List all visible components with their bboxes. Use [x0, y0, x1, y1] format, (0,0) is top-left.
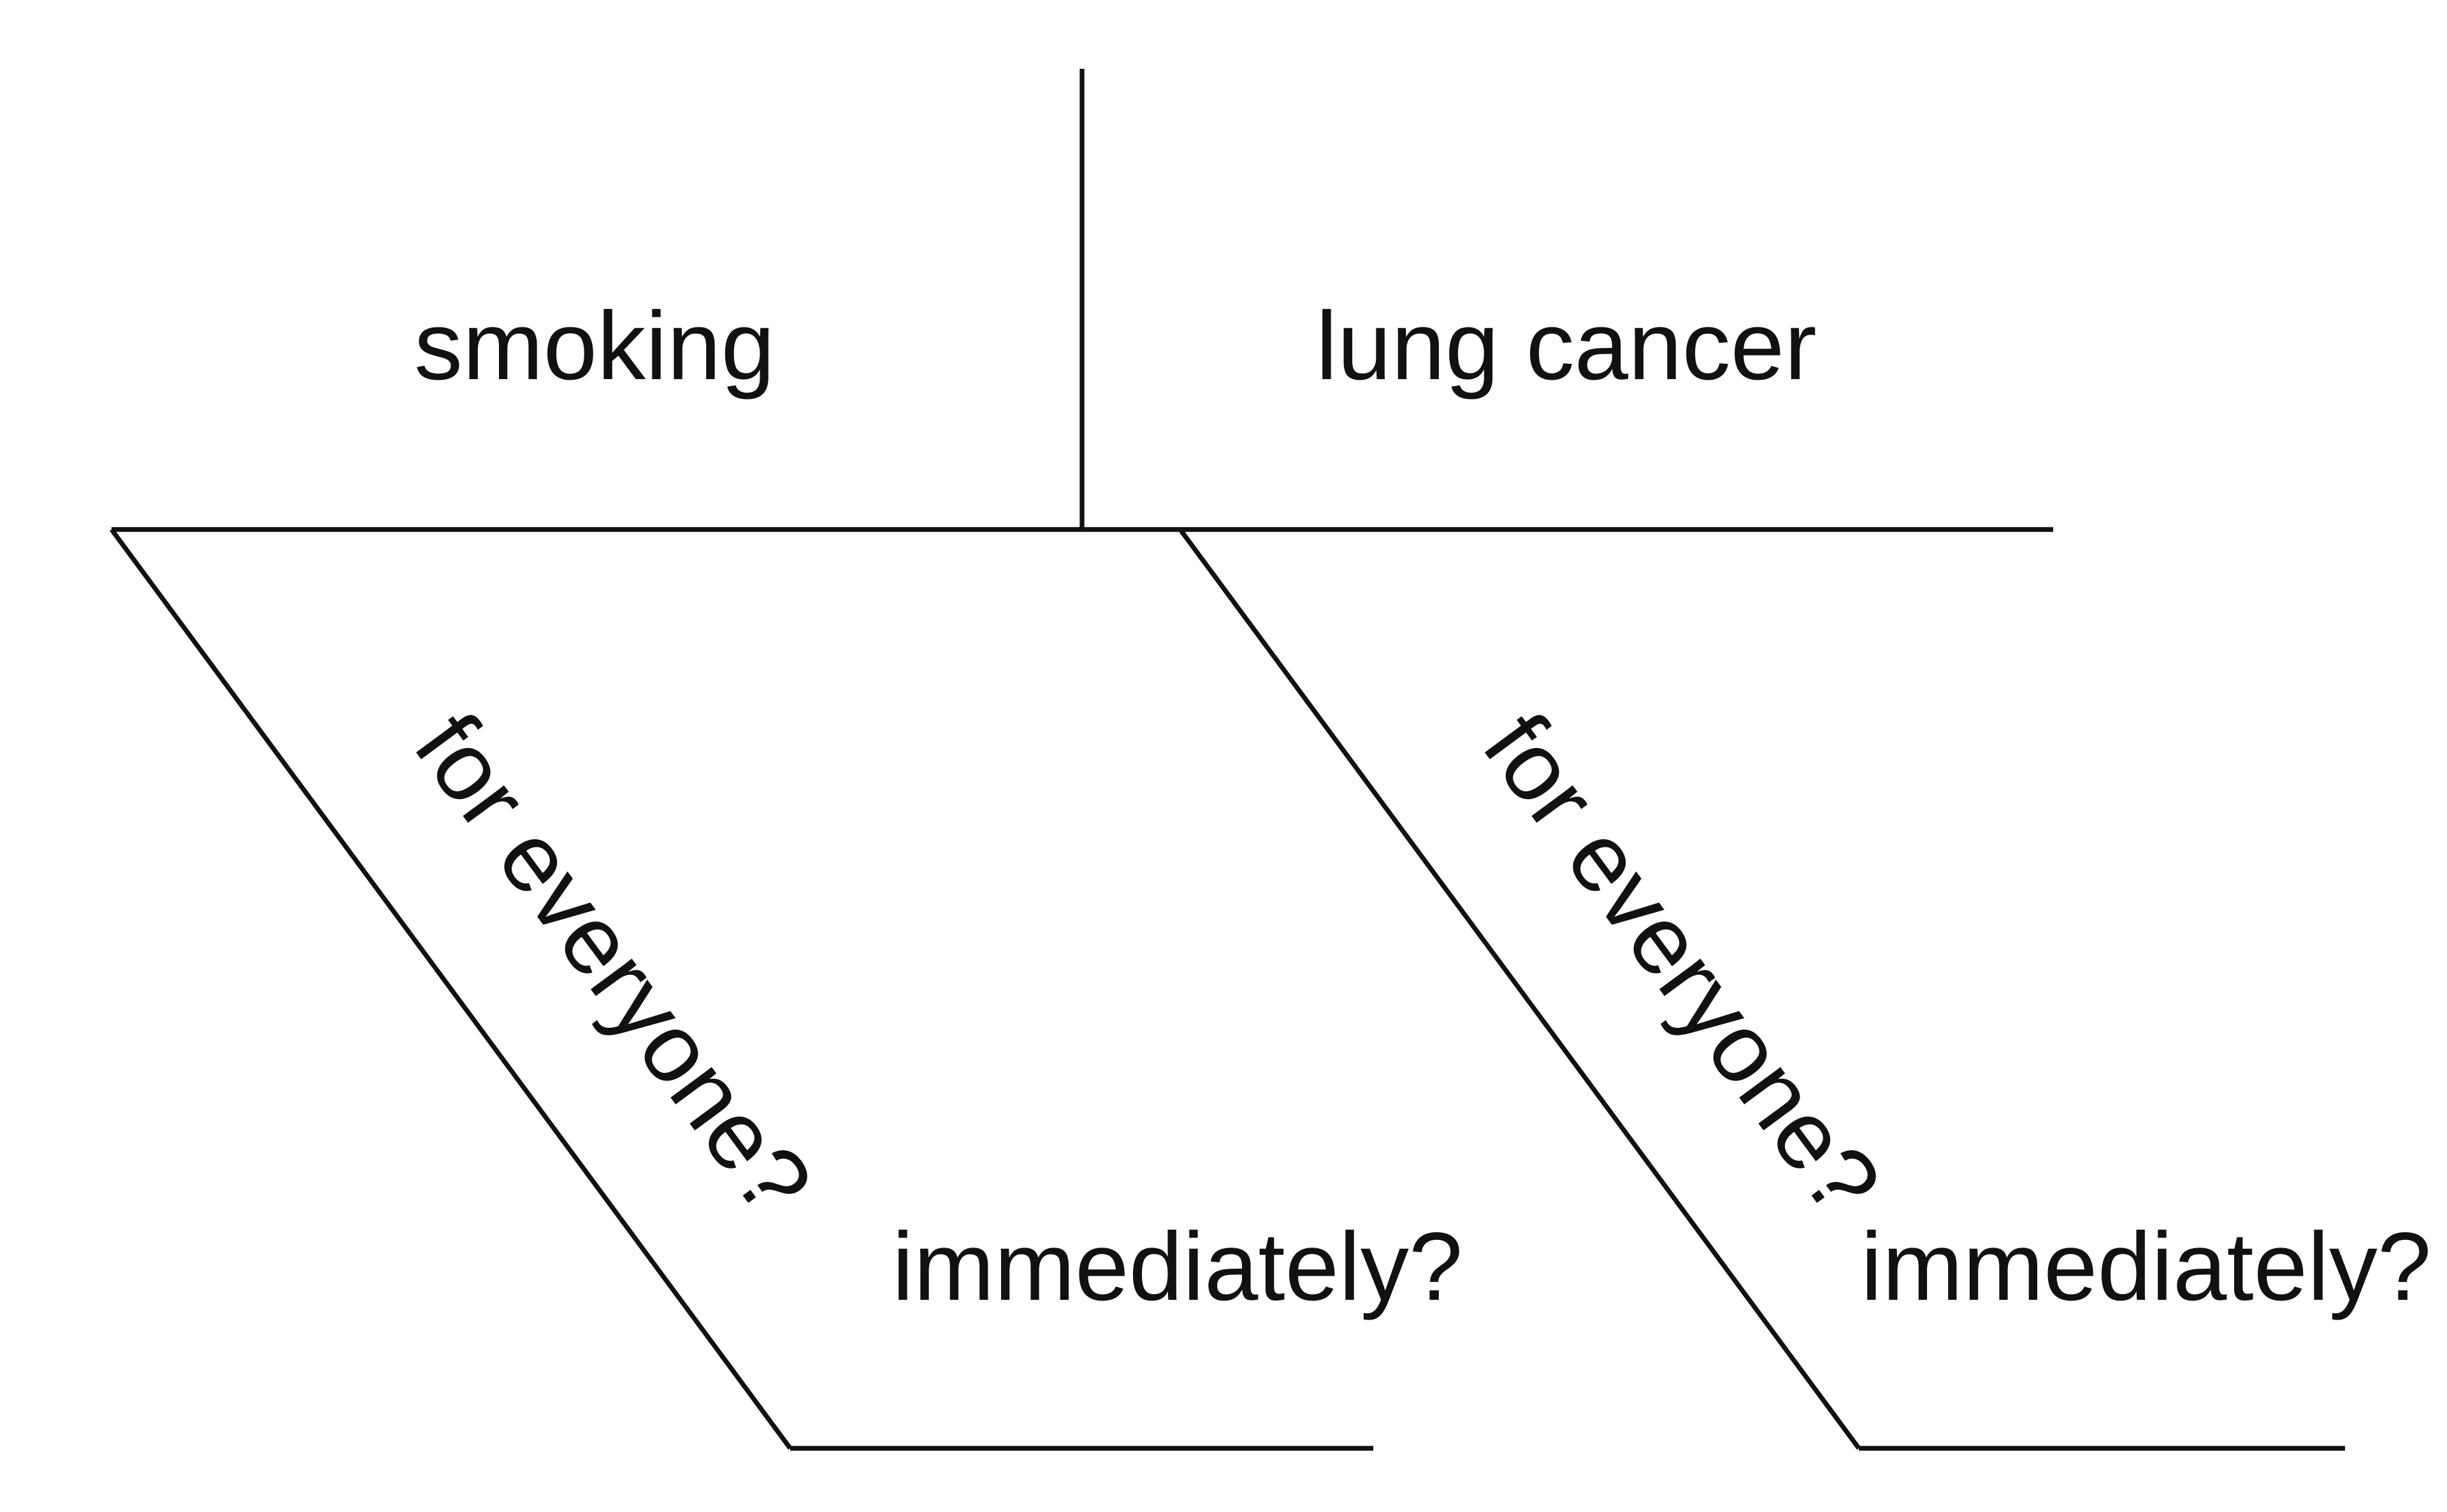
modifier-branch-1: for everyone? immediately? [110, 528, 1462, 1451]
predicate-label: lung cancer [1316, 292, 1817, 400]
slanted-label-2: for everyone? [1462, 694, 1901, 1235]
horizontal-label-1: immediately? [892, 1213, 1462, 1321]
slanted-line-1 [110, 528, 792, 1450]
slanted-label-1: for everyone? [394, 694, 832, 1235]
subject-label: smoking [414, 292, 775, 400]
horizontal-label-2: immediately? [1861, 1213, 2431, 1321]
slanted-line-2 [1178, 528, 1861, 1450]
